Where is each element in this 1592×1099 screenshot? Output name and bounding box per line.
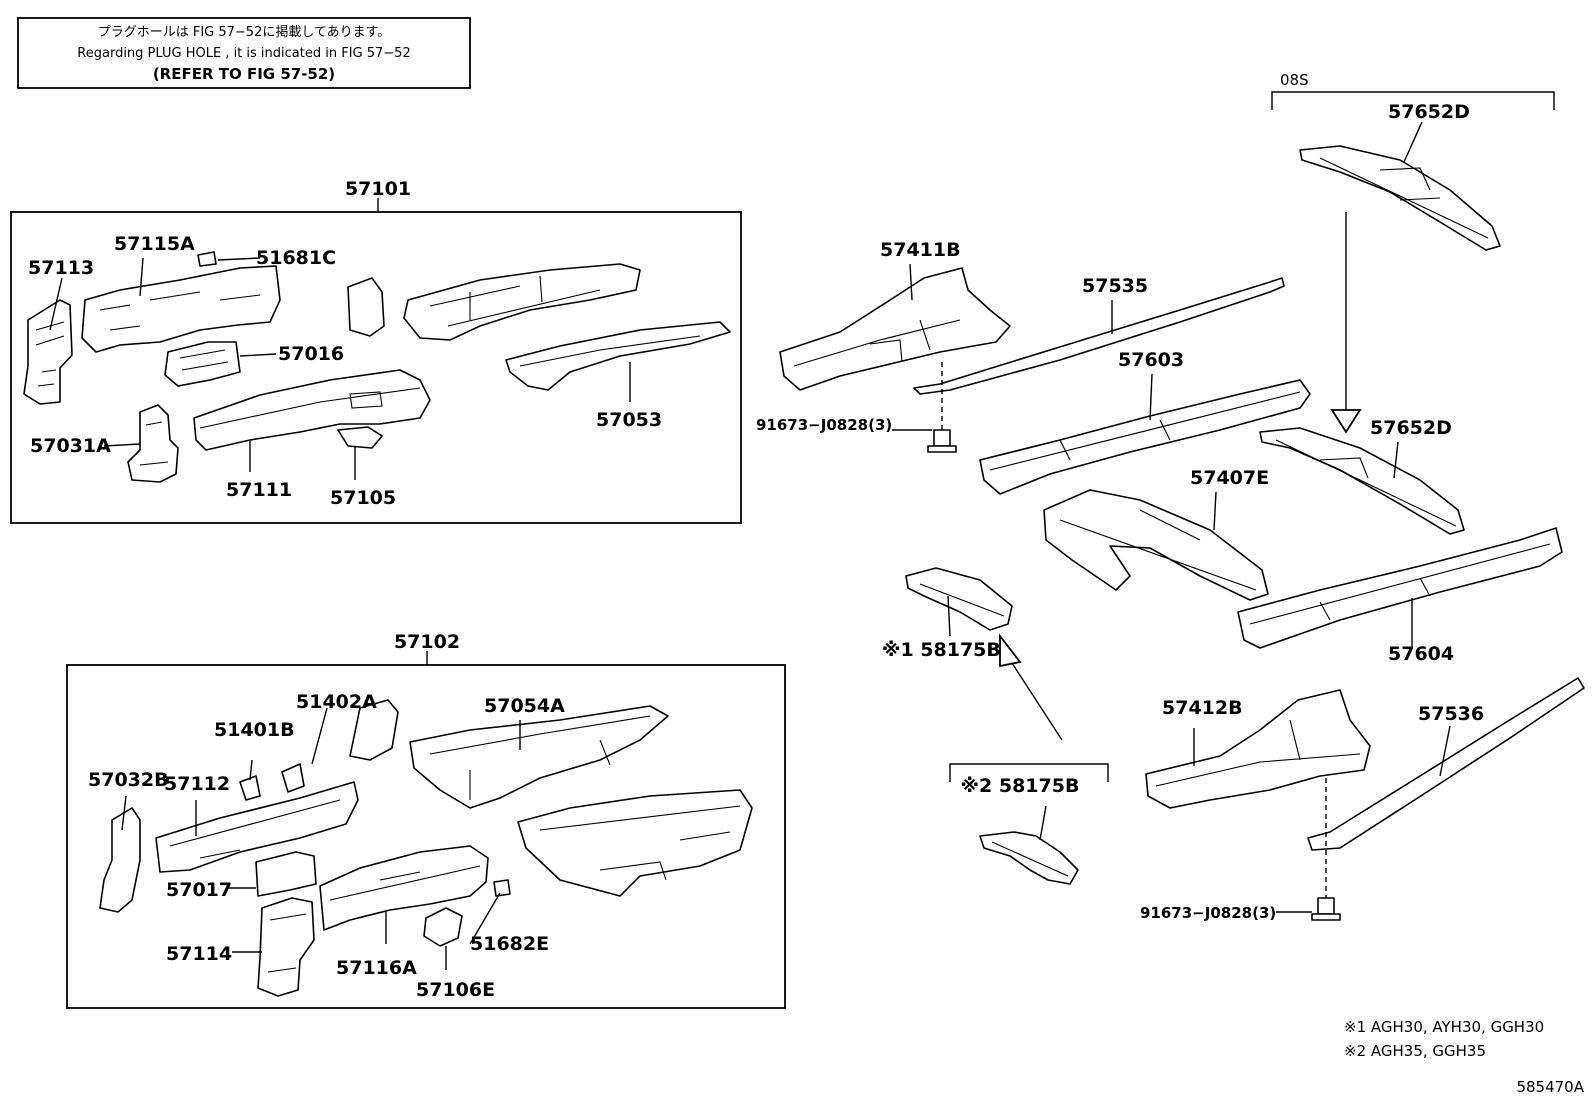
part-57536-shape — [1307, 677, 1585, 851]
label-57105: 57105 — [330, 487, 396, 509]
label-57411B: 57411B — [880, 239, 961, 261]
label-57032B: 57032B — [88, 769, 169, 791]
label-57407E: 57407E — [1190, 467, 1269, 489]
label-57603: 57603 — [1118, 349, 1184, 371]
part-57113-shape — [23, 299, 73, 405]
part-57412B-shape — [1145, 689, 1371, 809]
label-57114: 57114 — [166, 943, 232, 965]
label-57412B: 57412B — [1162, 697, 1243, 719]
label-51681C: 51681C — [256, 247, 336, 269]
bracket-variant-2: ※2 58175B — [949, 763, 1109, 797]
bolt-91673-lower — [1311, 778, 1341, 921]
part-57535-shape — [913, 277, 1285, 395]
label-51402A: 51402A — [296, 691, 377, 713]
part-57032B-shape — [99, 807, 141, 913]
label-91673-upper: 91673−J0828(3) — [756, 416, 892, 434]
label-57031A: 57031A — [30, 435, 111, 457]
bracket-08s: 08S — [1271, 71, 1555, 110]
part-58175B-1-shape — [905, 567, 1013, 631]
part-57652D-shape — [1259, 427, 1465, 535]
part-57604-shape — [1237, 527, 1563, 649]
leader-lines — [49, 121, 1451, 970]
part-57411B-shape — [779, 267, 1011, 391]
part-51682E-shape — [493, 879, 511, 897]
label-variant-2: ※2 58175B — [961, 775, 1080, 797]
label-57112: 57112 — [164, 773, 230, 795]
notice-box: プラグホールは FIG 57−52に掲載してあります。 Regarding PL… — [17, 17, 471, 89]
label-58175B-variant-1: ※1 58175B — [882, 639, 1001, 661]
label-57106E: 57106E — [416, 979, 495, 1001]
part-57112-shape — [155, 781, 359, 873]
group-57102-frame: 57102 — [66, 631, 786, 1009]
part-57105-shape — [337, 426, 383, 449]
bracket-08s-label: 08S — [1280, 71, 1309, 89]
part-51401B-shape — [239, 763, 305, 801]
label-57604: 57604 — [1388, 643, 1454, 665]
label-57111: 57111 — [226, 479, 292, 501]
arrow-up — [999, 633, 1063, 741]
part-57652D-top-shape — [1299, 145, 1501, 251]
label-57652D-top: 57652D — [1388, 101, 1470, 123]
footnote-2: ※2 AGH35, GGH35 — [1344, 1042, 1486, 1060]
part-57031A-shape — [127, 404, 179, 483]
part-57407E-shape — [1043, 489, 1269, 601]
group-57101-frame: 57101 — [10, 178, 742, 524]
label-57016: 57016 — [278, 343, 344, 365]
part-51402A-shape — [349, 699, 399, 761]
part-57101-upper-shape — [347, 263, 641, 341]
label-57053: 57053 — [596, 409, 662, 431]
part-57115A-shape — [81, 265, 281, 353]
group-57102-label: 57102 — [394, 631, 460, 653]
footnote-1: ※1 AGH30, AYH30, GGH30 — [1344, 1018, 1544, 1036]
label-57113: 57113 — [28, 257, 94, 279]
part-57111-shape — [193, 369, 431, 451]
bolt-91673-upper — [927, 362, 957, 453]
notice-line-3: (REFER TO FIG 57-52) — [153, 65, 335, 83]
label-57054A: 57054A — [484, 695, 565, 717]
notice-line-1: プラグホールは FIG 57−52に掲載してあります。 — [98, 24, 391, 40]
label-57652D: 57652D — [1370, 417, 1452, 439]
part-57106E-shape — [423, 907, 463, 947]
group-57101-label: 57101 — [345, 178, 411, 200]
part-57016-shape — [164, 341, 241, 387]
label-57115A: 57115A — [114, 233, 195, 255]
part-57603-shape — [979, 379, 1311, 495]
part-57114-shape — [257, 897, 315, 997]
label-51682E: 51682E — [470, 933, 549, 955]
part-57116A-shape — [319, 845, 489, 931]
label-57535: 57535 — [1082, 275, 1148, 297]
part-57017-shape — [255, 851, 317, 897]
label-91673-lower: 91673−J0828(3) — [1140, 904, 1276, 922]
part-58175B-2-shape — [979, 831, 1079, 885]
notice-line-2: Regarding PLUG HOLE , it is indicated in… — [77, 46, 410, 61]
label-57116A: 57116A — [336, 957, 417, 979]
part-51681C-shape — [197, 251, 217, 267]
figure-id: 585470A — [1516, 1078, 1584, 1096]
label-57017: 57017 — [166, 879, 232, 901]
label-57536: 57536 — [1418, 703, 1484, 725]
part-57053-shape — [505, 321, 731, 391]
arrow-down — [1330, 212, 1362, 434]
label-51401B: 51401B — [214, 719, 295, 741]
part-57054A-lower-shape — [517, 789, 753, 897]
part-57054A-shape — [409, 705, 669, 809]
